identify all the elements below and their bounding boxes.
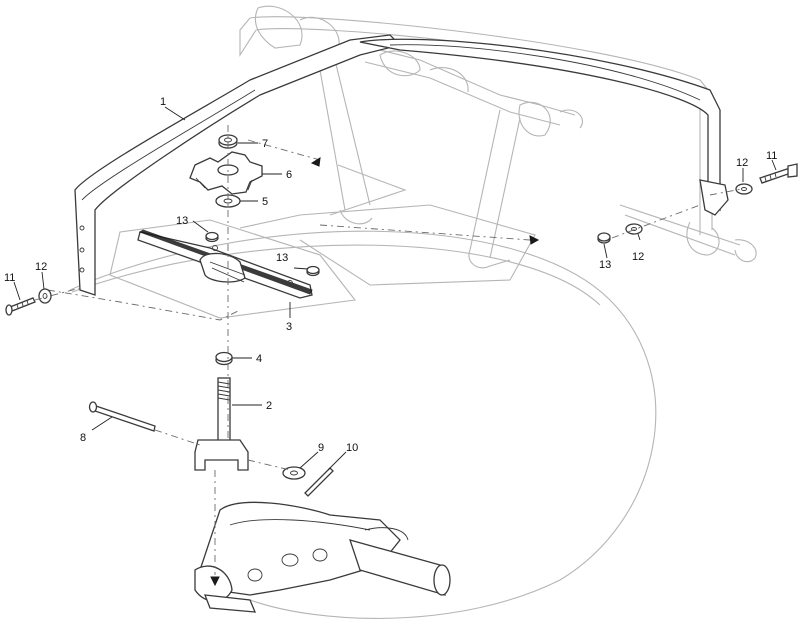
plate-outline-ghost	[47, 219, 357, 321]
direction-arrows	[210, 157, 540, 587]
callout-1: 1	[160, 96, 166, 108]
callout-12-right: 12	[736, 157, 748, 169]
nut-part-13-right	[597, 232, 611, 244]
bolt-part-11-left	[5, 297, 36, 316]
callout-13-upper: 13	[176, 215, 188, 227]
washer-part-12-left	[38, 288, 52, 304]
washer-part-9	[282, 466, 306, 480]
assembly-centerlines	[34, 125, 743, 575]
clamp-bar-part-3	[137, 229, 313, 299]
callout-13-right: 13	[599, 259, 611, 271]
star-knob-part-6	[189, 151, 263, 195]
leader-lines	[13, 106, 777, 471]
callout-11-left: 11	[4, 272, 15, 284]
callout-11-right: 11	[766, 150, 777, 162]
callout-2: 2	[266, 400, 272, 412]
callout-12-left: 12	[35, 261, 47, 273]
pin-part-8	[88, 401, 156, 432]
callout-7: 7	[262, 138, 268, 150]
callout-13-lower: 13	[276, 252, 288, 264]
frame-part-1	[74, 34, 729, 296]
callout-12-mid: 12	[632, 251, 644, 263]
callout-8: 8	[80, 432, 86, 444]
nut-part-13-upper	[205, 231, 219, 243]
callout-4: 4	[256, 353, 262, 365]
bolt-part-11-right	[759, 163, 798, 184]
suspension-arm-assembly	[194, 501, 451, 613]
nut-part-13-lower	[306, 265, 320, 277]
callout-9: 9	[318, 442, 324, 454]
washer-part-12-right	[735, 183, 753, 195]
frame-background-ghost	[69, 5, 757, 619]
callout-3: 3	[286, 321, 292, 333]
callout-labels: 1 2 3 4 5 6 7 8 9 10 11 11 12 12 12 13 1…	[4, 96, 777, 454]
washer-part-12-mid	[625, 223, 643, 235]
callout-10: 10	[346, 442, 358, 454]
callout-5: 5	[262, 196, 268, 208]
nut-part-4	[215, 351, 233, 366]
cotter-pin-part-10	[304, 467, 334, 497]
callout-6: 6	[286, 169, 292, 181]
bolt-part-2	[194, 377, 249, 471]
